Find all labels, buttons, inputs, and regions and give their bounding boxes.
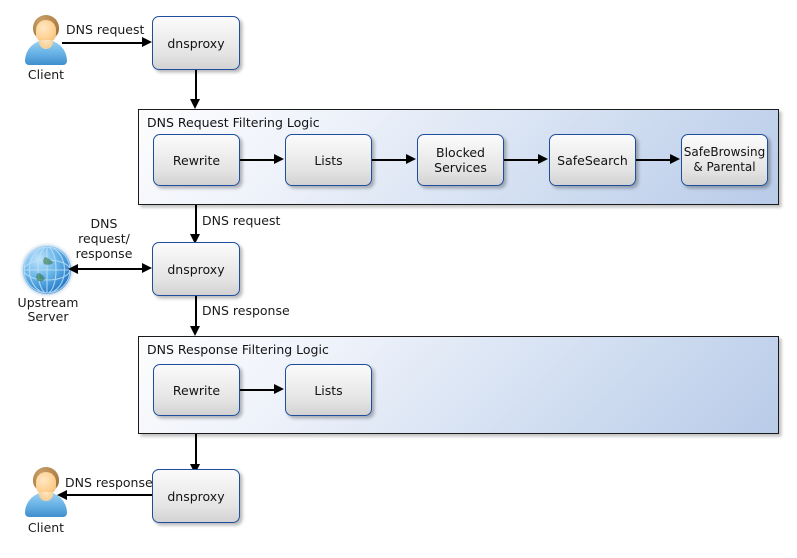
arrow-rewrite-to-lists-response-line xyxy=(240,389,276,391)
arrow-proxy-to-client-line xyxy=(66,494,152,496)
arrow-blocked-to-safesearch-line xyxy=(504,159,540,161)
arrow-rewrite-to-lists-line xyxy=(240,159,276,161)
arrow-blocked-to-safesearch-head xyxy=(538,154,548,164)
stage-rewrite-response[interactable]: Rewrite xyxy=(153,364,240,416)
arrow-lists-to-blocked-line xyxy=(372,159,408,161)
stage-safesearch-label: SafeSearch xyxy=(557,152,628,168)
dnsproxy-bottom-node[interactable]: dnsproxy xyxy=(152,469,240,523)
arrow-upstream-right-head xyxy=(142,263,152,273)
arrow-request-panel-to-midproxy-head xyxy=(190,234,200,244)
person-icon xyxy=(22,14,70,66)
edge-label-proxy-to-response-filter: DNS response xyxy=(202,303,290,318)
stage-safebrowsing-parental-label: SafeBrowsing & Parental xyxy=(683,145,766,174)
edge-label-proxy-to-client: DNS response xyxy=(65,475,153,490)
stage-lists-response-label: Lists xyxy=(314,382,343,398)
arrow-upstream-exchange-line xyxy=(77,268,145,270)
stage-rewrite-request-label: Rewrite xyxy=(172,152,221,168)
person-face xyxy=(36,20,56,43)
arrow-proxy-to-request-panel-head xyxy=(190,99,200,109)
stage-blocked-services[interactable]: Blocked Services xyxy=(417,134,504,186)
stage-safesearch[interactable]: SafeSearch xyxy=(549,134,636,186)
arrow-midproxy-to-response-panel-line xyxy=(195,296,197,329)
stage-rewrite-response-label: Rewrite xyxy=(172,382,221,398)
edge-label-client-to-proxy: DNS request xyxy=(66,22,145,37)
arrow-upstream-left-head xyxy=(68,264,78,274)
dnsproxy-top-node[interactable]: dnsproxy xyxy=(152,16,240,70)
client-bottom-caption: Client xyxy=(27,520,65,535)
edge-label-proxy-to-request-filter: DNS request xyxy=(202,213,281,228)
arrow-response-panel-to-bottomproxy-line xyxy=(195,434,197,467)
edge-label-upstream-exchange: DNS request/ response xyxy=(75,216,133,261)
response-filtering-panel: DNS Response Filtering Logic xyxy=(138,336,779,434)
request-filtering-title: DNS Request Filtering Logic xyxy=(147,115,320,130)
dnsproxy-mid-node[interactable]: dnsproxy xyxy=(152,242,240,296)
person-collar xyxy=(39,492,53,501)
client-top-caption: Client xyxy=(27,67,65,82)
request-filtering-panel: DNS Request Filtering Logic xyxy=(138,109,779,205)
arrow-proxy-to-client-head xyxy=(57,490,67,500)
stage-lists-request-label: Lists xyxy=(314,152,343,168)
arrow-request-panel-to-midproxy-line xyxy=(195,205,197,237)
arrow-safesearch-to-safebrowsing-line xyxy=(636,159,672,161)
stage-rewrite-request[interactable]: Rewrite xyxy=(153,134,240,186)
arrow-safesearch-to-safebrowsing-head xyxy=(670,154,680,164)
person-face xyxy=(36,472,56,495)
arrow-rewrite-to-lists-head xyxy=(274,154,284,164)
arrow-client-to-dnsproxy-head xyxy=(142,37,152,47)
upstream-caption: Upstream Server xyxy=(17,295,79,324)
dnsproxy-top-label: dnsproxy xyxy=(167,35,225,51)
arrow-rewrite-to-lists-response-head xyxy=(274,384,284,394)
stage-lists-response[interactable]: Lists xyxy=(285,364,372,416)
stage-safebrowsing-parental[interactable]: SafeBrowsing & Parental xyxy=(681,134,768,186)
response-filtering-title: DNS Response Filtering Logic xyxy=(147,342,329,357)
person-collar xyxy=(39,40,53,49)
arrow-proxy-to-request-panel-line xyxy=(195,70,197,102)
arrow-lists-to-blocked-head xyxy=(406,154,416,164)
arrow-client-to-dnsproxy-line xyxy=(62,42,144,44)
stage-blocked-services-label: Blocked Services xyxy=(434,145,487,175)
stage-lists-request[interactable]: Lists xyxy=(285,134,372,186)
dnsproxy-bottom-label: dnsproxy xyxy=(167,488,225,504)
dnsproxy-mid-label: dnsproxy xyxy=(167,261,225,277)
arrow-midproxy-to-response-panel-head xyxy=(190,326,200,336)
